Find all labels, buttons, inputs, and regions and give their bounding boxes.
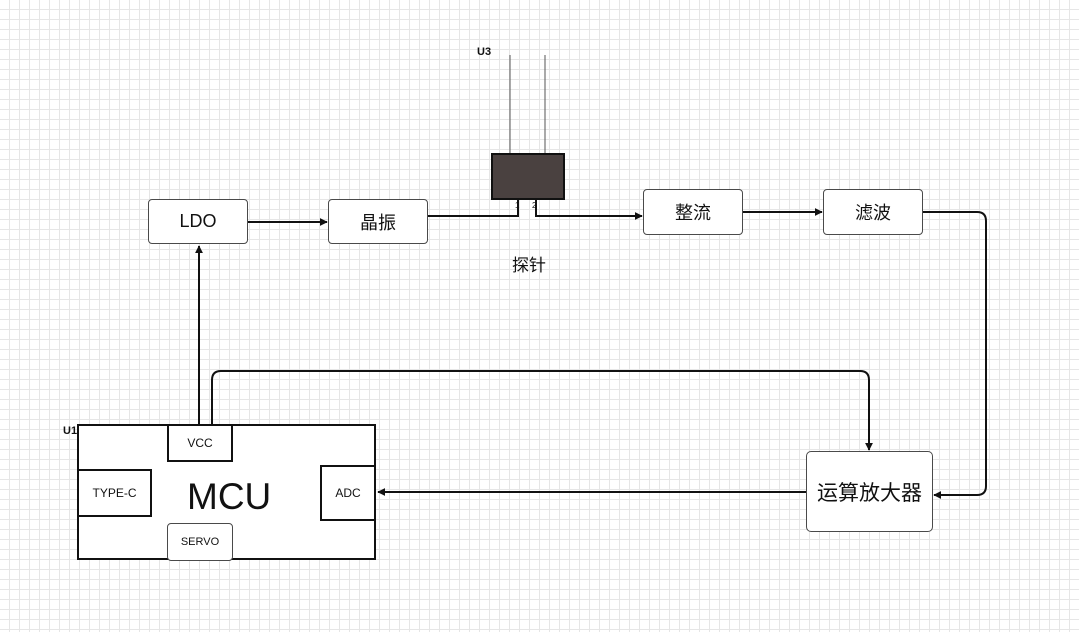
- filter-block[interactable]: 滤波: [823, 189, 923, 235]
- probe-pin2-label: 2: [532, 201, 537, 210]
- ldo-block[interactable]: LDO: [148, 199, 248, 244]
- mcu-component[interactable]: VCC TYPE-C ADC SERVO MCU: [77, 424, 376, 561]
- mcu-pin-typec[interactable]: TYPE-C: [77, 469, 152, 517]
- rectifier-block[interactable]: 整流: [643, 189, 743, 235]
- mcu-pin-adc[interactable]: ADC: [320, 465, 376, 521]
- mcu-title: MCU: [187, 476, 272, 517]
- probe-ref: U3: [477, 46, 492, 58]
- probe-pin1-label: 1: [515, 201, 520, 210]
- mcu-ref: U1: [63, 425, 78, 437]
- probe-caption: 探针: [512, 256, 546, 275]
- mcu-pin-vcc[interactable]: VCC: [167, 424, 233, 462]
- edge-filter-to-opamp: [923, 211, 987, 499]
- edge-crystal-to-probe: [428, 200, 519, 217]
- probe-component[interactable]: [491, 153, 565, 200]
- edge-vcc-to-opamp: [211, 370, 873, 451]
- mcu-pin-servo[interactable]: SERVO: [167, 523, 233, 561]
- crystal-block[interactable]: 晶振: [328, 199, 428, 244]
- opamp-block[interactable]: 运算放大器: [806, 451, 933, 532]
- edge-probe-to-rectifier: [535, 200, 643, 220]
